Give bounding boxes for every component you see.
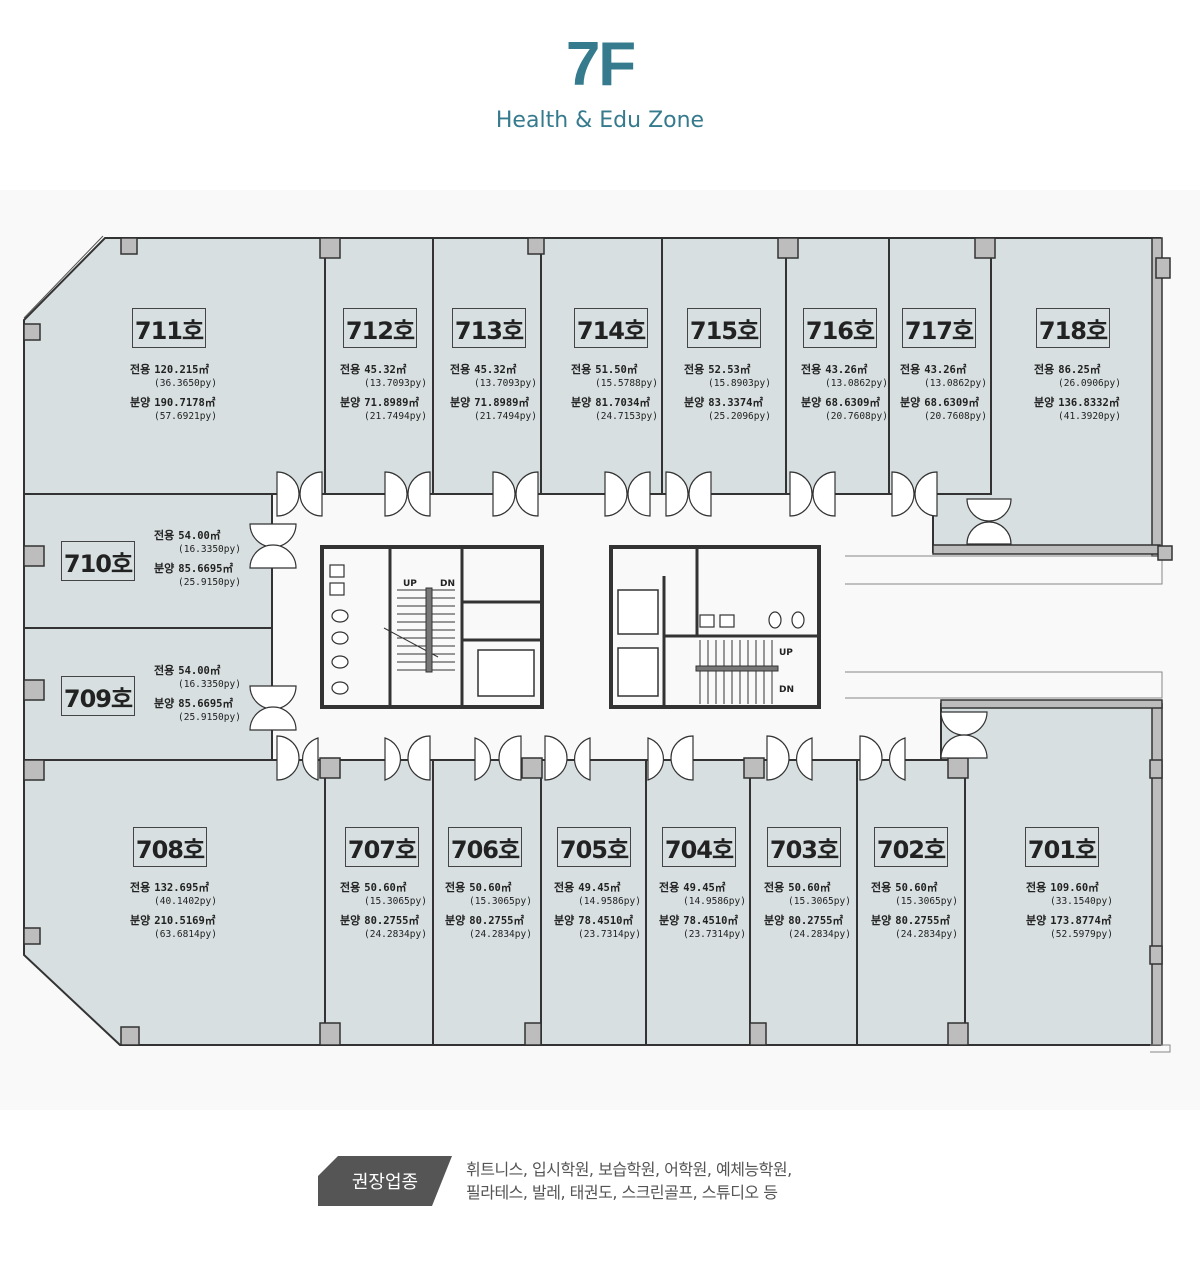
unit-number: 712호 bbox=[343, 308, 417, 348]
unit-number: 711호 bbox=[132, 308, 206, 348]
unit-number: 708호 bbox=[133, 827, 207, 867]
unit-number: 701호 bbox=[1025, 827, 1099, 867]
unit-number: 717호 bbox=[902, 308, 976, 348]
core-left bbox=[320, 545, 544, 709]
unit-number: 716호 bbox=[803, 308, 877, 348]
unit-707-area bbox=[324, 759, 434, 1046]
unit-number: 705호 bbox=[557, 827, 631, 867]
unit-706-area bbox=[432, 759, 542, 1046]
core-right bbox=[609, 545, 821, 709]
unit-705-area bbox=[540, 759, 647, 1046]
unit-712-area bbox=[324, 237, 434, 495]
unit-number: 709호 bbox=[61, 676, 135, 716]
unit-number: 713호 bbox=[452, 308, 526, 348]
stair-left-dn: DN bbox=[440, 579, 455, 589]
zone-subtitle: Health & Edu Zone bbox=[495, 108, 705, 133]
floor-plan-drawing: UP DN UP DN bbox=[23, 235, 1173, 1053]
stair-left-up: UP bbox=[403, 579, 417, 589]
unit-number: 702호 bbox=[874, 827, 948, 867]
structural-columns bbox=[23, 237, 1173, 1046]
toilets-right bbox=[699, 611, 805, 629]
elevator-right-1 bbox=[617, 589, 659, 635]
unit-708-area bbox=[23, 759, 326, 1046]
floor-title: 7F bbox=[565, 30, 636, 99]
stair-right-dn: DN bbox=[779, 685, 794, 695]
unit-number: 718호 bbox=[1036, 308, 1110, 348]
unit-number: 715호 bbox=[687, 308, 761, 348]
unit-number: 704호 bbox=[662, 827, 736, 867]
stairs-right bbox=[699, 640, 773, 704]
unit-number: 703호 bbox=[767, 827, 841, 867]
unit-number: 714호 bbox=[574, 308, 648, 348]
unit-number: 710호 bbox=[61, 541, 135, 581]
unit-704-area bbox=[645, 759, 751, 1046]
recommended-business-badge: 권장업종 bbox=[318, 1156, 452, 1206]
unit-number: 706호 bbox=[448, 827, 522, 867]
doors-bottom bbox=[276, 711, 988, 781]
unit-number: 707호 bbox=[345, 827, 419, 867]
elevator-right-2 bbox=[617, 647, 659, 697]
doors-left bbox=[249, 523, 297, 731]
floor-plan: UP DN UP DN 711호 bbox=[0, 190, 1200, 1110]
doors-top bbox=[276, 471, 1012, 545]
elevator-left bbox=[477, 649, 535, 697]
badge-shape-icon bbox=[318, 1156, 452, 1206]
unit-713-area bbox=[432, 237, 542, 495]
recommended-business-list: 휘트니스, 입시학원, 보습학원, 어학원, 예체능학원, 필라테스, 발레, … bbox=[466, 1160, 792, 1202]
page-header: 7F Health & Edu Zone bbox=[0, 0, 1200, 190]
recommended-business-legend: 권장업종 휘트니스, 입시학원, 보습학원, 어학원, 예체능학원, 필라테스,… bbox=[318, 1156, 792, 1206]
unit-714-area bbox=[540, 237, 663, 495]
toilets-left bbox=[329, 564, 349, 695]
stair-right-up: UP bbox=[779, 648, 793, 658]
